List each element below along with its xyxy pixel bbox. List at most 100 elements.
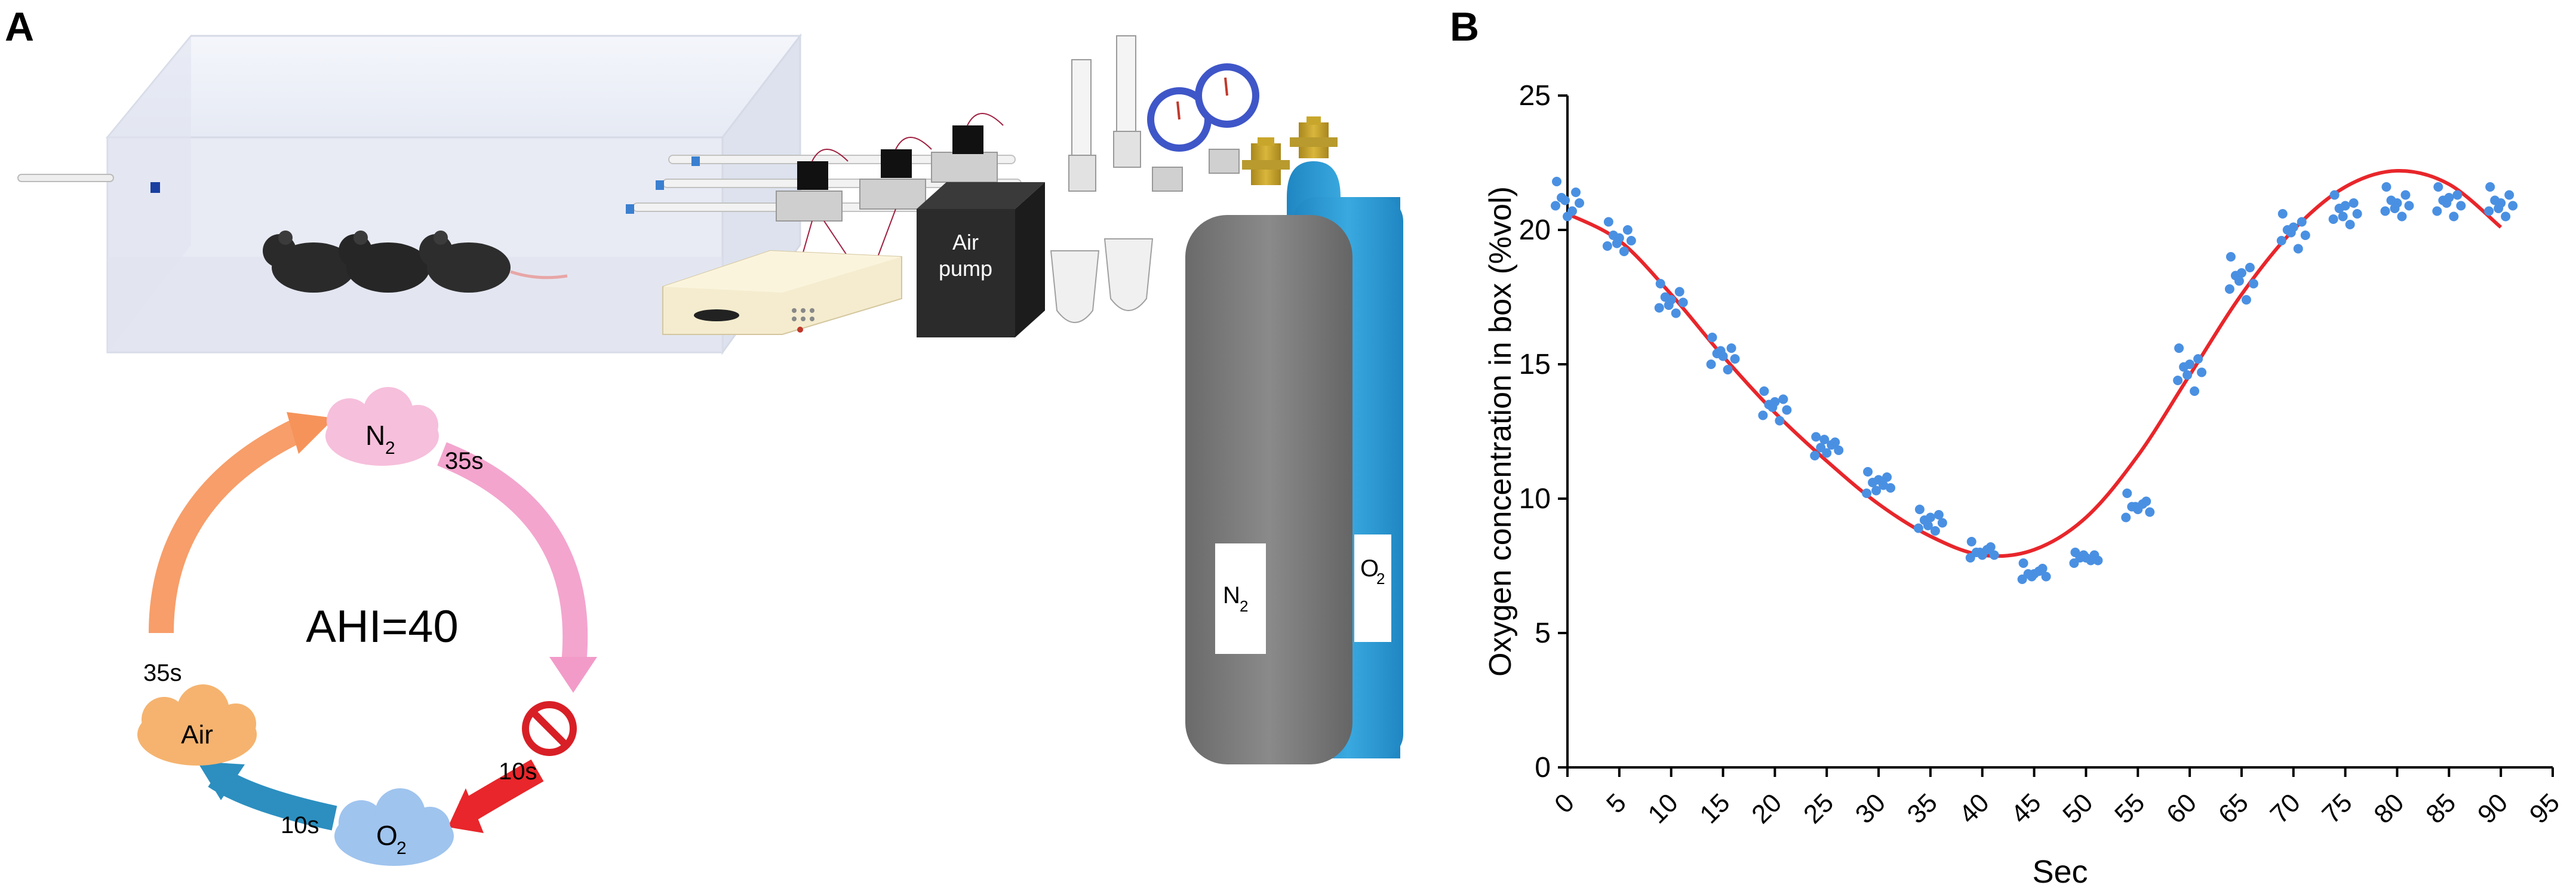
data-point xyxy=(2276,236,2286,245)
data-point xyxy=(2286,228,2296,238)
data-point xyxy=(1965,553,1975,563)
flow-meters xyxy=(1050,35,1154,323)
data-point xyxy=(1822,448,1832,458)
data-point xyxy=(2494,204,2504,213)
data-point xyxy=(2121,512,2131,523)
data-points xyxy=(1551,177,2518,584)
data-point xyxy=(1966,537,1976,546)
data-point xyxy=(1575,198,1584,208)
data-point xyxy=(2329,190,2340,200)
x-tick-label: 15 xyxy=(1694,788,1735,829)
inlet-tube xyxy=(17,174,160,193)
data-point xyxy=(1612,238,1622,248)
data-point xyxy=(2093,555,2103,566)
x-tick-label: 80 xyxy=(2368,788,2409,829)
data-point xyxy=(2017,574,2027,584)
o2-to-air-arrowhead xyxy=(197,761,245,800)
data-point xyxy=(2027,572,2037,582)
data-point xyxy=(2348,198,2359,208)
y-tick-label: 10 xyxy=(1519,483,1551,515)
n2-node-label: N xyxy=(365,420,385,451)
gas-cycle-diagram: N 2 Air O 2 AHI=40 35s 35s 10s 10s xyxy=(137,387,597,866)
x-tick-label: 5 xyxy=(1601,788,1632,819)
n2-cylinder-label: N xyxy=(1223,582,1240,609)
data-point xyxy=(2079,550,2089,560)
data-point xyxy=(1834,446,1844,455)
data-point xyxy=(2018,558,2028,568)
data-point xyxy=(2433,182,2443,192)
data-point xyxy=(2328,214,2338,224)
data-point xyxy=(2484,206,2494,216)
air-to-n2-arrow xyxy=(149,419,305,634)
data-point xyxy=(1778,394,1788,404)
controller-unit xyxy=(662,250,902,335)
apparatus-illustration: Air pump O 2 N 2 xyxy=(17,33,1403,866)
data-point xyxy=(2225,252,2236,262)
data-point xyxy=(2456,201,2466,211)
data-point xyxy=(2432,206,2442,216)
x-tick-label: 10 xyxy=(1642,788,1683,829)
data-point xyxy=(2381,182,2391,192)
data-point xyxy=(1723,365,1733,374)
data-point xyxy=(2122,488,2132,498)
data-point xyxy=(1874,475,1884,485)
data-point xyxy=(1989,550,1999,560)
data-point xyxy=(2234,276,2244,286)
data-point xyxy=(1571,188,1581,197)
data-point xyxy=(1775,416,1785,426)
data-point xyxy=(1730,354,1740,364)
data-point xyxy=(1654,303,1664,313)
x-tick-label: 65 xyxy=(2213,788,2254,829)
data-point xyxy=(2185,360,2195,369)
x-tick-label: 20 xyxy=(1746,788,1787,829)
air-node: Air xyxy=(137,684,257,766)
x-tick-label: 45 xyxy=(2005,788,2046,829)
data-point xyxy=(1619,247,1629,256)
n2-duration-label: 35s xyxy=(445,448,484,474)
x-tick-label: 85 xyxy=(2420,788,2461,829)
n2-cylinder-subscript: 2 xyxy=(1240,597,1248,615)
x-tick-label: 90 xyxy=(2472,788,2513,829)
air-node-label: Air xyxy=(181,720,213,749)
data-point xyxy=(1560,195,1570,205)
data-point xyxy=(1767,403,1778,412)
data-point xyxy=(2380,206,2390,216)
data-point xyxy=(1716,346,1726,356)
data-point xyxy=(2248,279,2258,288)
data-point xyxy=(2485,182,2495,192)
data-point xyxy=(1706,360,1716,369)
data-point xyxy=(2277,209,2288,219)
data-point xyxy=(1563,211,1572,222)
air-pump: Air pump xyxy=(917,182,1045,337)
data-point xyxy=(2345,220,2355,229)
data-point xyxy=(1930,526,1940,536)
panel-a-letter: A xyxy=(5,4,35,50)
o2-node-label: O xyxy=(376,820,398,851)
x-tick-label: 50 xyxy=(2057,788,2098,829)
data-point xyxy=(1759,386,1769,396)
data-point xyxy=(1937,518,1947,528)
data-point xyxy=(1827,440,1837,450)
data-point xyxy=(2197,367,2207,377)
data-point xyxy=(2397,211,2407,222)
data-point xyxy=(2504,190,2514,200)
data-point xyxy=(2241,295,2251,305)
data-point xyxy=(1862,488,1872,498)
n2-to-o2-arrow xyxy=(437,442,588,671)
o2-node-subscript: 2 xyxy=(396,838,407,858)
data-point xyxy=(1923,521,1933,530)
x-tick-label: 0 xyxy=(1549,788,1580,819)
data-point xyxy=(2131,502,2141,512)
y-tick-label: 15 xyxy=(1519,349,1551,380)
data-point xyxy=(1914,505,1925,514)
data-point xyxy=(2390,204,2400,213)
data-point xyxy=(2224,284,2234,294)
air-duration-label: 35s xyxy=(143,660,182,686)
data-point xyxy=(1726,343,1736,353)
data-point xyxy=(2449,211,2459,222)
n2-node: N 2 xyxy=(325,387,439,466)
data-point xyxy=(2300,231,2310,240)
data-point xyxy=(1933,510,1944,520)
o2-cylinder-subscript: 2 xyxy=(1376,570,1385,588)
